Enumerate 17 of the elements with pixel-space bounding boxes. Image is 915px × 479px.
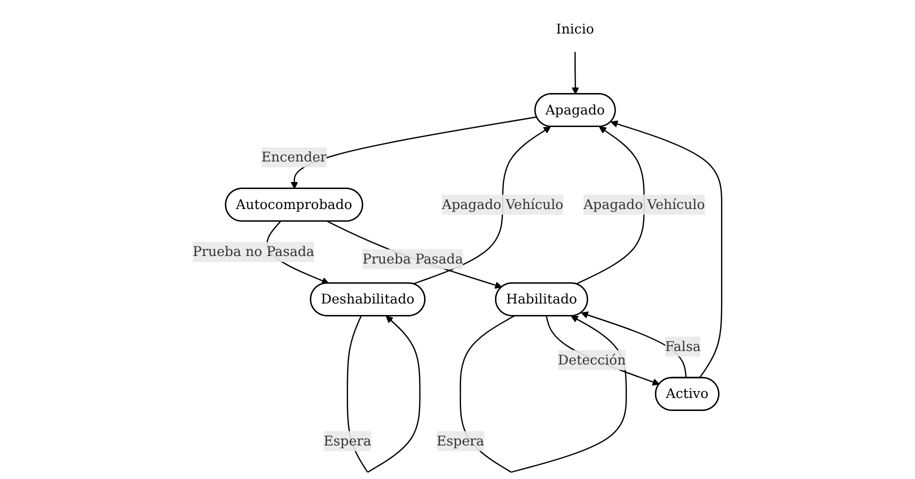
edge-label: Detección [558, 352, 626, 368]
arrow [413, 126, 552, 285]
edge-label: Espera [436, 432, 484, 449]
edge-label: Prueba Pasada [362, 250, 464, 267]
arrow [328, 220, 503, 289]
arrow [572, 52, 580, 95]
arrow [546, 316, 660, 386]
edge-label: Apagado Vehículo [584, 196, 706, 212]
arrow [576, 126, 646, 285]
arrow [610, 120, 723, 378]
edge-label: Apagado Vehículo [442, 196, 564, 212]
edge-label: Encender [262, 149, 328, 165]
edge-label: Falsa [665, 338, 701, 354]
arrow [291, 116, 538, 190]
edge-label: Prueba no Pasada [193, 244, 315, 260]
node-text: Inicio [556, 20, 594, 37]
edge-label: Espera [324, 432, 372, 449]
